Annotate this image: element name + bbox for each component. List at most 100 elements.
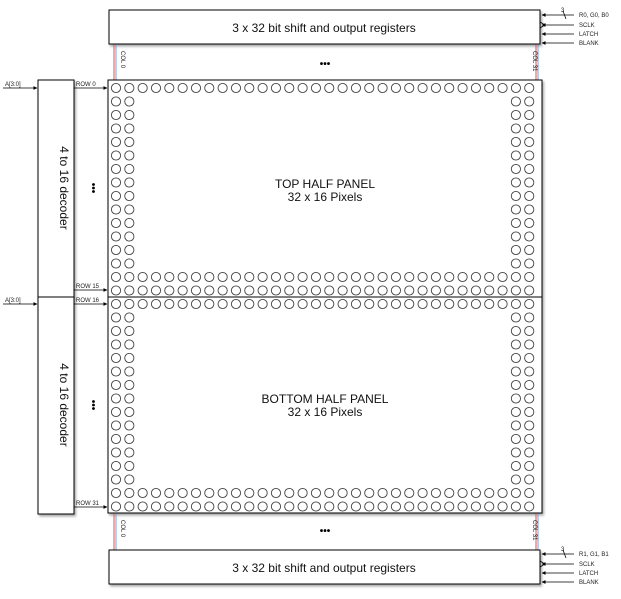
led-pixel [190,285,202,296]
bottom-row-ellipsis: ••• [87,400,98,411]
led-pixel [124,460,135,472]
led-pixel [510,366,521,377]
bottom-half-pixels [110,298,535,512]
led-pixel [470,487,481,499]
led-pixel [137,298,148,310]
led-pixel [524,204,535,215]
led-pixel [217,82,228,94]
led-pixel [417,271,428,283]
led-pixel [524,487,535,499]
led-pixel [270,285,282,296]
led-pixel [137,82,148,94]
led-pixel [524,190,535,202]
led-pixel [497,285,508,296]
led-pixel [244,298,255,310]
led-pixel [510,352,521,364]
bottom-panel-title: BOTTOM HALF PANEL [262,392,389,406]
led-pixel [430,487,441,499]
led-pixel [324,501,335,512]
led-pixel [510,312,521,323]
led-pixel [270,487,282,499]
led-pixel [270,501,282,512]
led-pixel [430,82,441,94]
led-pixel [364,298,375,310]
led-pixel [510,433,521,445]
led-pixel [244,487,255,499]
led-pixel [510,109,521,121]
led-pixel [124,487,135,499]
led-pixel [524,406,535,418]
led-pixel [484,501,495,512]
led-pixel [364,82,375,94]
led-pixel [350,285,361,296]
led-pixel [110,447,122,458]
led-pixel [524,501,535,512]
top-decoder-block: 4 to 16 decoder [37,79,75,298]
led-pixel [470,298,481,310]
led-pixel [284,285,295,296]
led-pixel [404,487,415,499]
led-pixel [457,487,468,499]
top-col0-label: COL 0 [119,51,125,69]
led-pixel [124,244,135,256]
led-pixel [124,379,135,391]
led-pixel [124,501,135,512]
led-pixel [110,123,122,134]
led-pixel [350,82,361,94]
led-pixel [510,217,521,229]
led-pixel [524,393,535,404]
led-pixel [230,487,242,499]
led-pixel [110,501,122,512]
led-pixel [150,501,162,512]
led-pixel [150,285,162,296]
top-register-block: 3 x 32 bit shift and output registers [108,9,541,45]
led-pixel [164,285,175,296]
led-pixel [510,460,521,472]
led-pixel [404,271,415,283]
led-pixel [310,487,322,499]
led-pixel [484,487,495,499]
led-pixel [230,298,242,310]
led-pixel [510,447,521,458]
led-pixel [124,163,135,175]
top-register-signals: 3 R0, G0, B0 SCLK LATCH BLANK [539,8,609,47]
led-pixel [110,217,122,229]
led-pixel [124,474,135,485]
led-pixel [497,487,508,499]
led-pixel [364,487,375,499]
led-pixel [110,366,122,377]
led-pixel [444,501,455,512]
led-pixel [510,325,521,337]
led-pixel [510,393,521,404]
led-pixel [417,298,428,310]
led-pixel [470,271,481,283]
led-pixel [124,339,135,350]
decoder-inputs: A[3:0] A[3:0] [3,82,38,306]
led-pixel [324,82,335,94]
led-pixel [150,298,162,310]
led-pixel [524,163,535,175]
row15-label: ROW 15 [76,284,100,290]
led-pixel [524,339,535,350]
led-pixel [510,474,521,485]
led-pixel [230,285,242,296]
led-pixel [510,271,521,283]
led-pixel [524,352,535,364]
led-pixel [217,501,228,512]
led-pixel [310,271,322,283]
led-pixel [430,501,441,512]
led-pixel [510,339,521,350]
led-pixel [457,501,468,512]
led-pixel [124,312,135,323]
led-pixel [297,487,308,499]
bottom-col31-label: COL 31 [531,520,537,541]
bottom-panel-subtitle: 32 x 16 Pixels [288,405,363,419]
led-pixel [124,393,135,404]
top-row-ellipsis: ••• [87,183,98,194]
led-pixel [110,433,122,445]
led-pixel [257,285,268,296]
led-pixel [524,96,535,107]
led-pixel [337,501,348,512]
led-pixel [230,82,242,94]
led-pixel [284,501,295,512]
